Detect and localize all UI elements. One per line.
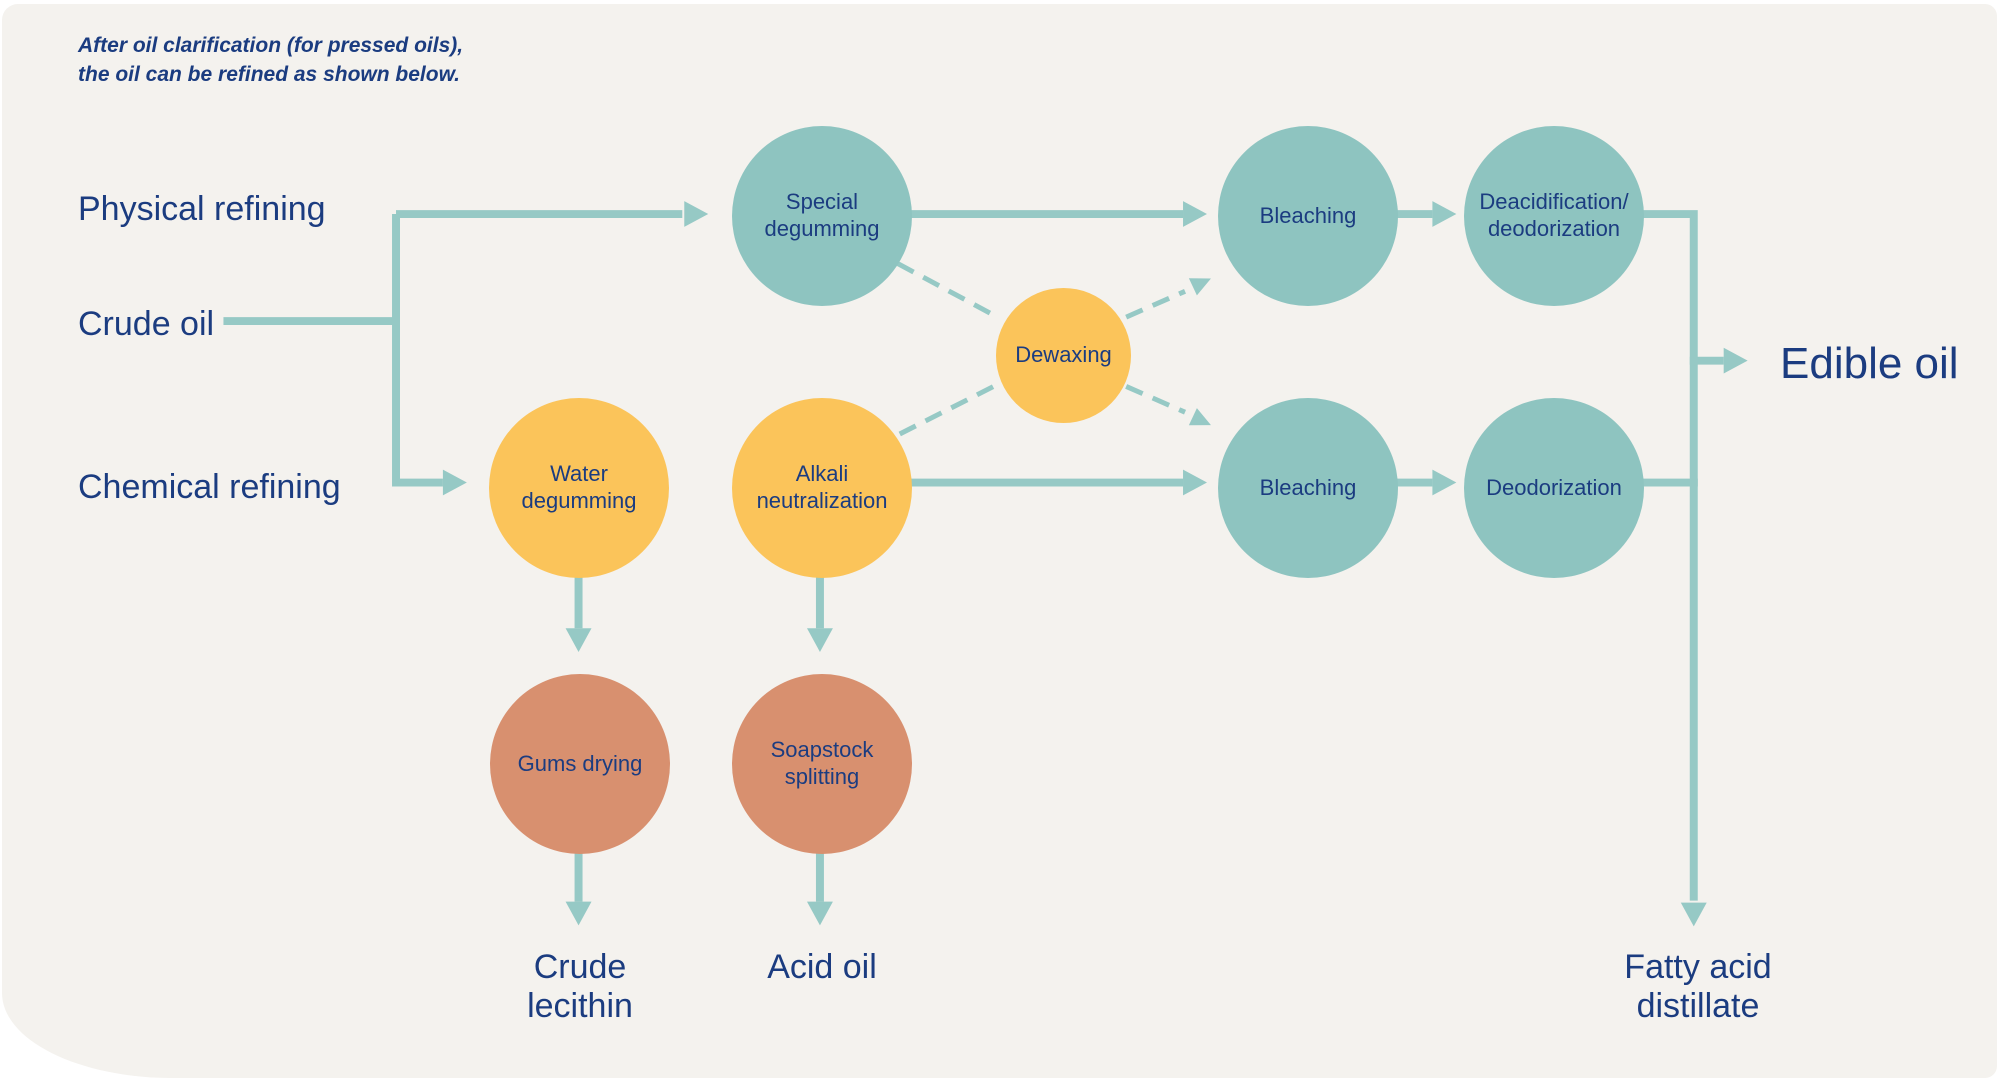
node-alkali-neutralization: Alkali neutralization [732,398,912,578]
edge-dewaxing-bleachingbottom [1125,384,1187,415]
label-crude-lecithin: Crude lecithin [527,948,633,1025]
label-edible-oil: Edible oil [1780,339,1959,388]
edge-alkali-dewaxing [898,382,999,437]
node-bleaching-bottom: Bleaching [1218,398,1398,578]
node-deacidification-deodorization: Deacidification/ deodorization [1464,126,1644,306]
node-label: Water degumming [521,461,637,513]
edge-dewaxing-bleachingtop [1125,289,1187,320]
node-water-degumming: Water degumming [489,398,669,578]
label-physical-refining: Physical refining [78,190,326,228]
edge-deacid-rail [1639,210,1698,901]
node-label: Deacidification/ deodorization [1479,189,1629,241]
label-acid-oil: Acid oil [767,948,877,986]
label-fatty-acid-distillate: Fatty acid distillate [1624,948,1772,1025]
node-label: Special degumming [764,189,880,241]
flow-connectors [223,201,1748,927]
edge-trunk-chemical [392,214,443,487]
node-label: Soapstock splitting [770,737,874,789]
node-bleaching-top: Bleaching [1218,126,1398,306]
diagram-panel: After oil clarification (for pressed oil… [2,4,1997,1078]
dashed-arrows [896,261,1211,437]
intro-note: After oil clarification (for pressed oil… [78,34,464,86]
label-chemical-refining: Chemical refining [78,468,341,506]
node-label: Deodorization [1486,474,1622,500]
node-special-degumming: Special degumming [732,126,912,306]
label-crude-oil: Crude oil [78,305,215,343]
node-label: Gums drying [517,750,643,776]
node-label: Dewaxing [1015,342,1112,368]
node-gums-drying: Gums drying [490,674,670,854]
solid-arrows [223,201,1748,927]
node-label: Bleaching [1259,474,1357,500]
node-label: Bleaching [1259,202,1357,228]
node-dewaxing: Dewaxing [996,288,1131,423]
node-label: Alkali neutralization [756,461,888,513]
edge-special-dewaxing [896,261,999,320]
node-soapstock-splitting: Soapstock splitting [732,674,912,854]
node-deodorization: Deodorization [1464,398,1644,578]
